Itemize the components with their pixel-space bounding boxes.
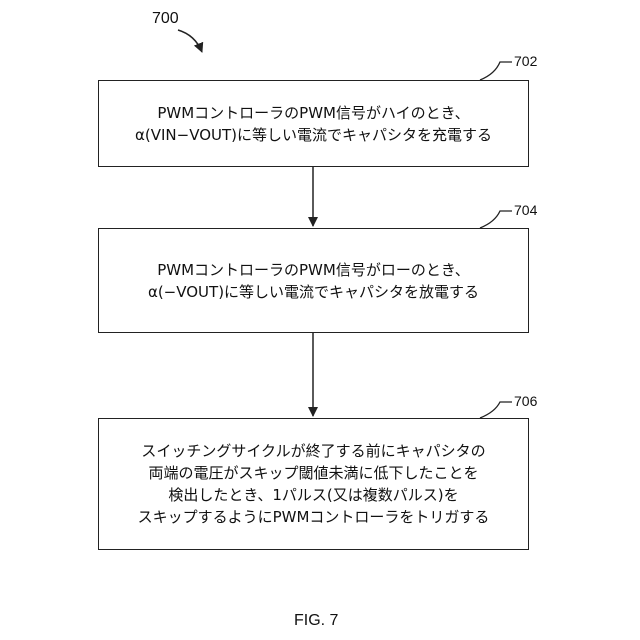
step-ref-704: 704 bbox=[514, 202, 537, 218]
step-706-line-1: スイッチングサイクルが終了する前にキャパシタの bbox=[138, 440, 490, 462]
leader-line-704 bbox=[480, 211, 512, 228]
leader-line-702 bbox=[480, 62, 512, 80]
figure-caption: FIG. 7 bbox=[294, 612, 338, 630]
step-702-line-1: PWMコントローラのPWM信号がハイのとき、 bbox=[135, 102, 492, 124]
step-706-line-3: 検出したとき、1パルス(又は複数パルス)を bbox=[138, 484, 490, 506]
step-text-702: PWMコントローラのPWM信号がハイのとき、 α(VIN−VOUT)に等しい電流… bbox=[135, 102, 492, 146]
step-text-704: PWMコントローラのPWM信号がローのとき、 α(−VOUT)に等しい電流でキャ… bbox=[148, 259, 479, 303]
step-ref-702: 702 bbox=[514, 53, 537, 69]
step-text-706: スイッチングサイクルが終了する前にキャパシタの 両端の電圧がスキップ閾値未満に低… bbox=[138, 440, 490, 528]
step-706-line-2: 両端の電圧がスキップ閾値未満に低下したことを bbox=[138, 462, 490, 484]
step-ref-706: 706 bbox=[514, 393, 537, 409]
figure-pointer-arrow bbox=[178, 30, 202, 52]
figure-number: 700 bbox=[152, 10, 179, 28]
step-704-line-2: α(−VOUT)に等しい電流でキャパシタを放電する bbox=[148, 281, 479, 303]
step-704-line-1: PWMコントローラのPWM信号がローのとき、 bbox=[148, 259, 479, 281]
step-702-line-2: α(VIN−VOUT)に等しい電流でキャパシタを充電する bbox=[135, 124, 492, 146]
step-box-706: スイッチングサイクルが終了する前にキャパシタの 両端の電圧がスキップ閾値未満に低… bbox=[98, 418, 529, 550]
step-706-line-4: スキップするようにPWMコントローラをトリガする bbox=[138, 506, 490, 528]
step-box-702: PWMコントローラのPWM信号がハイのとき、 α(VIN−VOUT)に等しい電流… bbox=[98, 80, 529, 167]
leader-line-706 bbox=[480, 402, 512, 418]
step-box-704: PWMコントローラのPWM信号がローのとき、 α(−VOUT)に等しい電流でキャ… bbox=[98, 228, 529, 333]
